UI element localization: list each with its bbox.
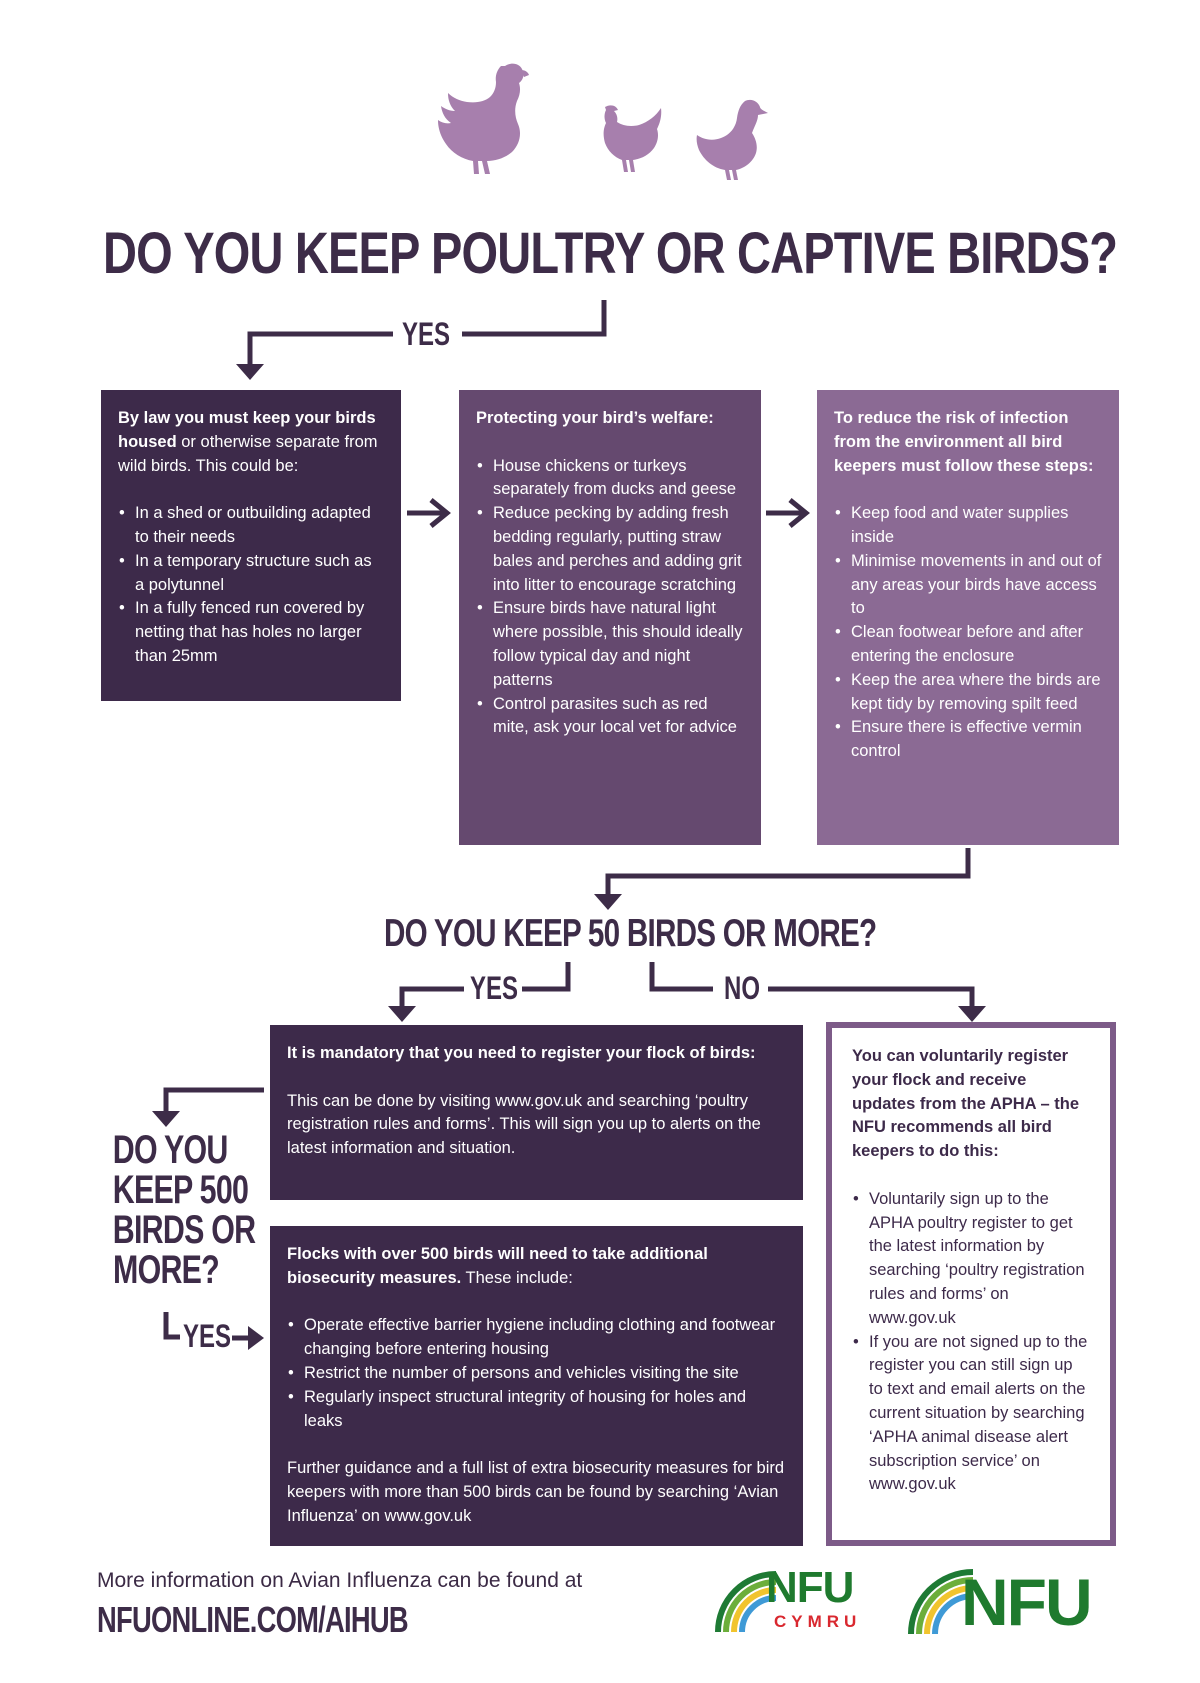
over500-footer: Further guidance and a full list of extr…: [287, 1459, 785, 1525]
footer-link[interactable]: NFUONLINE.COM/AIHUB: [97, 1599, 409, 1640]
yes-label-500: YES: [183, 1318, 232, 1354]
housing-box: By law you must keep your birds housed o…: [101, 390, 401, 701]
yes-label-50: YES: [470, 970, 519, 1006]
over500-list: Operate effective barrier hygiene includ…: [287, 1314, 786, 1433]
list-item: House chickens or turkeys separately fro…: [477, 455, 744, 503]
turkey-icon: [438, 63, 529, 174]
nfu-cymru-wordmark: NFU: [766, 1563, 854, 1612]
list-item: Control parasites such as red mite, ask …: [477, 693, 744, 741]
welfare-box: Protecting your bird’s welfare: House ch…: [459, 390, 761, 845]
yes-connector-top: [236, 300, 607, 380]
question-50: DO YOU KEEP 50 BIRDS OR MORE?: [384, 912, 877, 955]
infection-box: To reduce the risk of infection from the…: [817, 390, 1119, 845]
chicken-icon: [603, 105, 662, 172]
no-label-50: NO: [724, 970, 760, 1006]
nfu-logo: NFU: [905, 1566, 1105, 1636]
list-item: In a shed or outbuilding adapted to thei…: [119, 502, 384, 550]
infection-heading: To reduce the risk of infection from the…: [834, 409, 1094, 475]
welfare-heading: Protecting your bird’s welfare:: [476, 409, 714, 427]
list-item: Operate effective barrier hygiene includ…: [288, 1314, 786, 1362]
list-item: Clean footwear before and after entering…: [835, 621, 1102, 669]
list-item: Ensure birds have natural light where po…: [477, 597, 744, 692]
infection-list: Keep food and water supplies inside Mini…: [834, 502, 1102, 764]
list-item: In a temporary structure such as a polyt…: [119, 550, 384, 598]
cymru-wordmark: CYMRU: [774, 1612, 862, 1631]
yes-label-top: YES: [402, 316, 451, 352]
rainbow-icon: [715, 1571, 777, 1633]
main-title: DO YOU KEEP POULTRY OR CAPTIVE BIRDS?: [103, 221, 1118, 286]
voluntary-heading: You can voluntarily register your flock …: [852, 1047, 1080, 1161]
housing-intro: By law you must keep your birds housed o…: [118, 409, 378, 475]
question-500: DO YOU KEEP 500 BIRDS OR MORE?: [112, 1128, 256, 1292]
nfu-cymru-logo: NFU CYMRU: [712, 1564, 877, 1634]
connector-to-question-50: [594, 848, 971, 910]
list-item: If you are not signed up to the register…: [853, 1331, 1090, 1498]
list-item: Ensure there is effective vermin control: [835, 716, 1102, 764]
list-item: In a fully fenced run covered by netting…: [119, 597, 384, 668]
list-item: Keep the area where the birds are kept t…: [835, 669, 1102, 717]
voluntary-box: You can voluntarily register your flock …: [826, 1022, 1116, 1546]
list-item: Restrict the number of persons and vehic…: [288, 1362, 786, 1386]
arrow-right-icon: [766, 498, 810, 528]
over500-box: Flocks with over 500 birds will need to …: [270, 1226, 803, 1546]
connector-to-question-500: [152, 1087, 264, 1350]
list-item: Voluntarily sign up to the APHA poultry …: [853, 1188, 1090, 1331]
arrow-right-icon: [407, 498, 451, 528]
yes-no-connectors: [388, 962, 986, 1022]
mandatory-heading: It is mandatory that you need to registe…: [287, 1044, 756, 1062]
housing-list: In a shed or outbuilding adapted to thei…: [118, 502, 384, 669]
list-item: Regularly inspect structural integrity o…: [288, 1386, 786, 1434]
over500-heading: Flocks with over 500 birds will need to …: [287, 1245, 708, 1287]
list-item: Minimise movements in and out of any are…: [835, 550, 1102, 621]
welfare-list: House chickens or turkeys separately fro…: [476, 455, 744, 741]
duck-icon: [696, 99, 768, 180]
voluntary-list: Voluntarily sign up to the APHA poultry …: [852, 1188, 1090, 1497]
list-item: Keep food and water supplies inside: [835, 502, 1102, 550]
rainbow-icon: [908, 1569, 974, 1635]
nfu-wordmark: NFU: [961, 1565, 1093, 1639]
list-item: Reduce pecking by adding fresh bedding r…: [477, 502, 744, 597]
mandatory-body: This can be done by visiting www.gov.uk …: [287, 1091, 761, 1158]
mandatory-box: It is mandatory that you need to registe…: [270, 1025, 803, 1200]
footer-info: More information on Avian Influenza can …: [97, 1569, 583, 1592]
